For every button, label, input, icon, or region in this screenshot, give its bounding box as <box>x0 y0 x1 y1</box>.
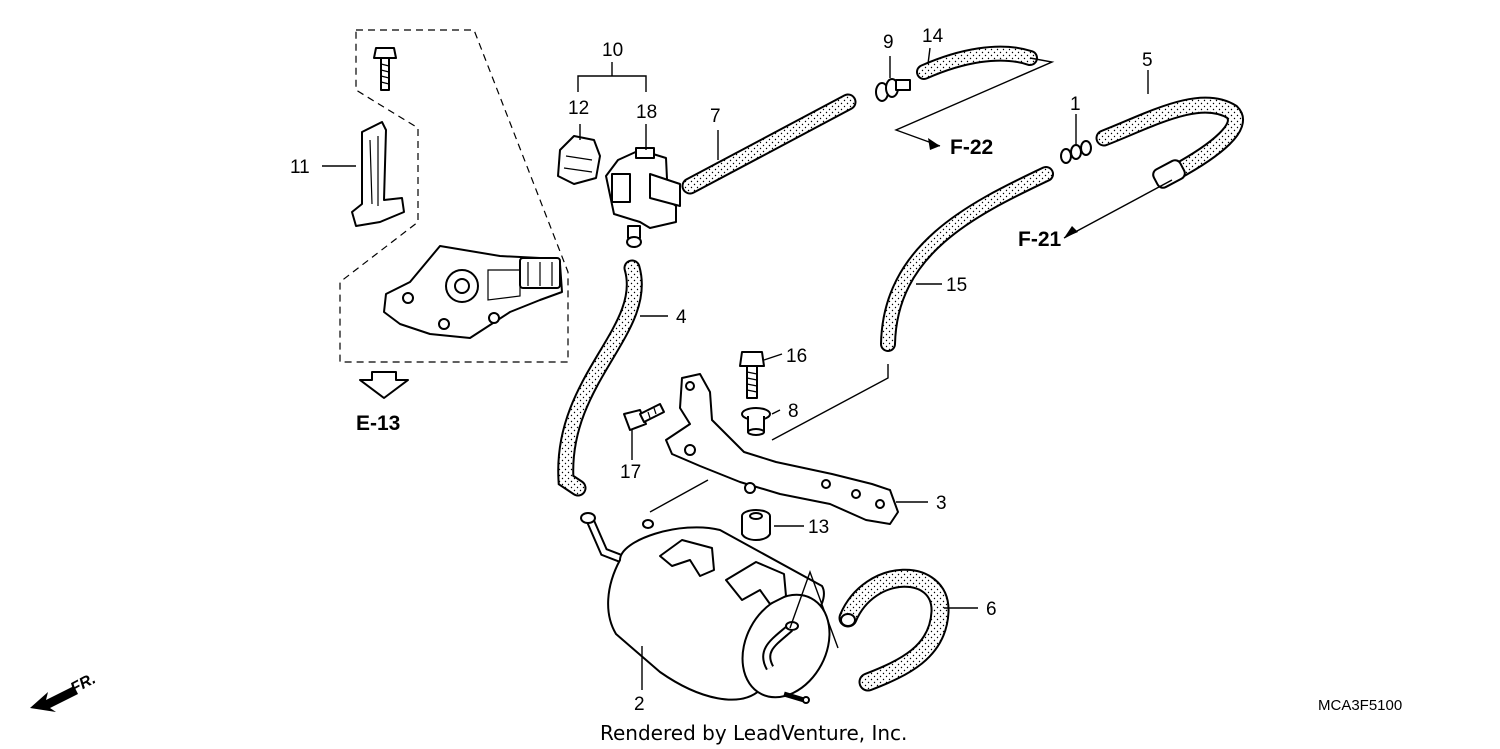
callout-15: 15 <box>946 275 967 296</box>
leader-lines <box>322 47 1149 609</box>
callout-10: 10 <box>602 40 623 61</box>
callout-1: 1 <box>1070 94 1081 115</box>
callout-2: 2 <box>634 694 645 715</box>
hose-15-part[interactable] <box>880 166 1054 352</box>
callout-3: 3 <box>936 493 947 514</box>
callout-17: 17 <box>620 462 641 483</box>
callout-8: 8 <box>788 401 799 422</box>
bracket-11-part[interactable] <box>351 121 405 227</box>
bolt-17-part[interactable] <box>623 403 665 431</box>
callout-12: 12 <box>568 98 589 119</box>
callout-16: 16 <box>786 346 807 367</box>
actuator-assembly-boundary <box>339 29 569 363</box>
front-direction-arrow-icon <box>30 686 78 712</box>
hose-6-part[interactable] <box>838 568 950 692</box>
hose-7-part[interactable] <box>681 93 857 195</box>
render-credit: Rendered by LeadVenture, Inc. <box>600 721 907 745</box>
callout-9: 9 <box>883 32 894 53</box>
callout-4: 4 <box>676 307 687 328</box>
actuator-motor-part[interactable] <box>383 245 563 339</box>
e13-direction-arrow <box>359 371 409 399</box>
callout-13: 13 <box>808 517 829 538</box>
callout-7: 7 <box>710 106 721 127</box>
callout-18: 18 <box>636 102 657 123</box>
canister-2-part[interactable] <box>607 526 847 712</box>
bolt-top-part[interactable] <box>373 47 397 91</box>
bracket-3-part[interactable] <box>665 373 899 525</box>
solenoid-valve-18-part[interactable] <box>605 147 681 248</box>
reference-f21[interactable]: F-21 <box>1018 228 1062 251</box>
callout-5: 5 <box>1142 50 1153 71</box>
callout-11: 11 <box>290 157 310 178</box>
fitting-9-part[interactable] <box>875 78 911 102</box>
callout-6: 6 <box>986 599 997 620</box>
collar-8-part[interactable] <box>741 407 771 436</box>
reference-e13[interactable]: E-13 <box>356 412 400 435</box>
callout-14: 14 <box>922 26 944 47</box>
drawing-code: MCA3F5100 <box>1318 697 1402 714</box>
grommet-13-part[interactable] <box>741 509 771 541</box>
hose-4-part[interactable] <box>557 259 643 497</box>
hose-5-part[interactable] <box>1095 96 1244 190</box>
hose-14-part[interactable] <box>916 45 1038 80</box>
rubber-mount-12-part[interactable] <box>557 135 601 185</box>
reference-f22[interactable]: F-22 <box>950 136 993 159</box>
bolt-16-part[interactable] <box>739 351 765 399</box>
